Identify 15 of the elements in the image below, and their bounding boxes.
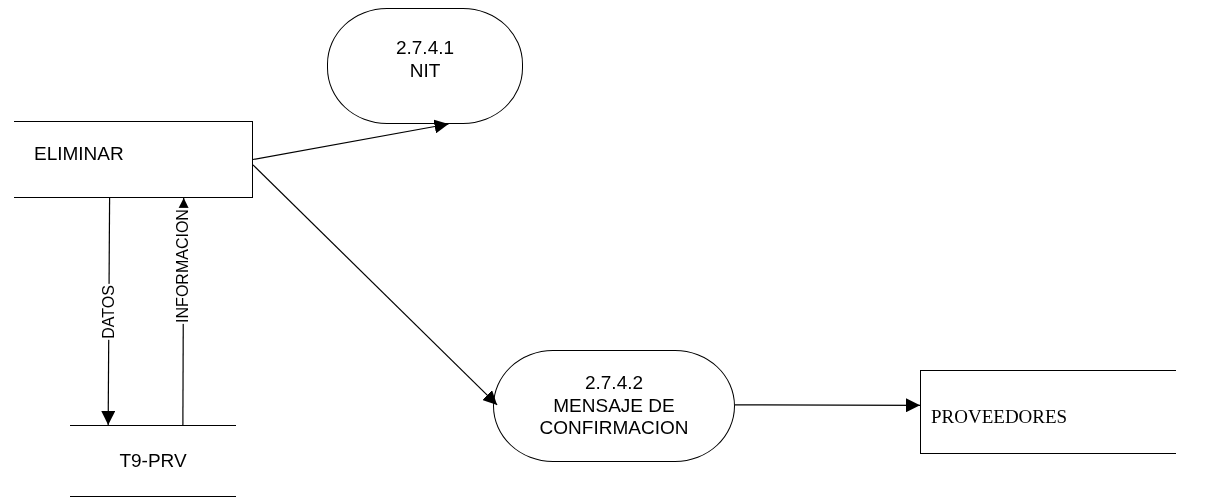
node-label: MENSAJE DE CONFIRMACION	[538, 394, 690, 441]
entity-box	[920, 370, 1176, 454]
arrow	[252, 164, 498, 406]
node-label: NIT	[409, 60, 441, 83]
process-terminal	[327, 8, 523, 124]
process-number: 2.7.4.1	[395, 37, 455, 60]
arrow	[734, 398, 921, 413]
process-number: 2.7.4.2	[584, 371, 644, 395]
data-store	[70, 425, 236, 497]
arrow	[252, 119, 450, 161]
node-label: ELIMINAR	[34, 143, 124, 166]
node-label: PROVEEDORES	[931, 405, 1068, 429]
node-label: T9-PRV	[119, 449, 187, 473]
process-box	[14, 121, 253, 198]
edge-label: INFORMACION	[174, 208, 193, 324]
